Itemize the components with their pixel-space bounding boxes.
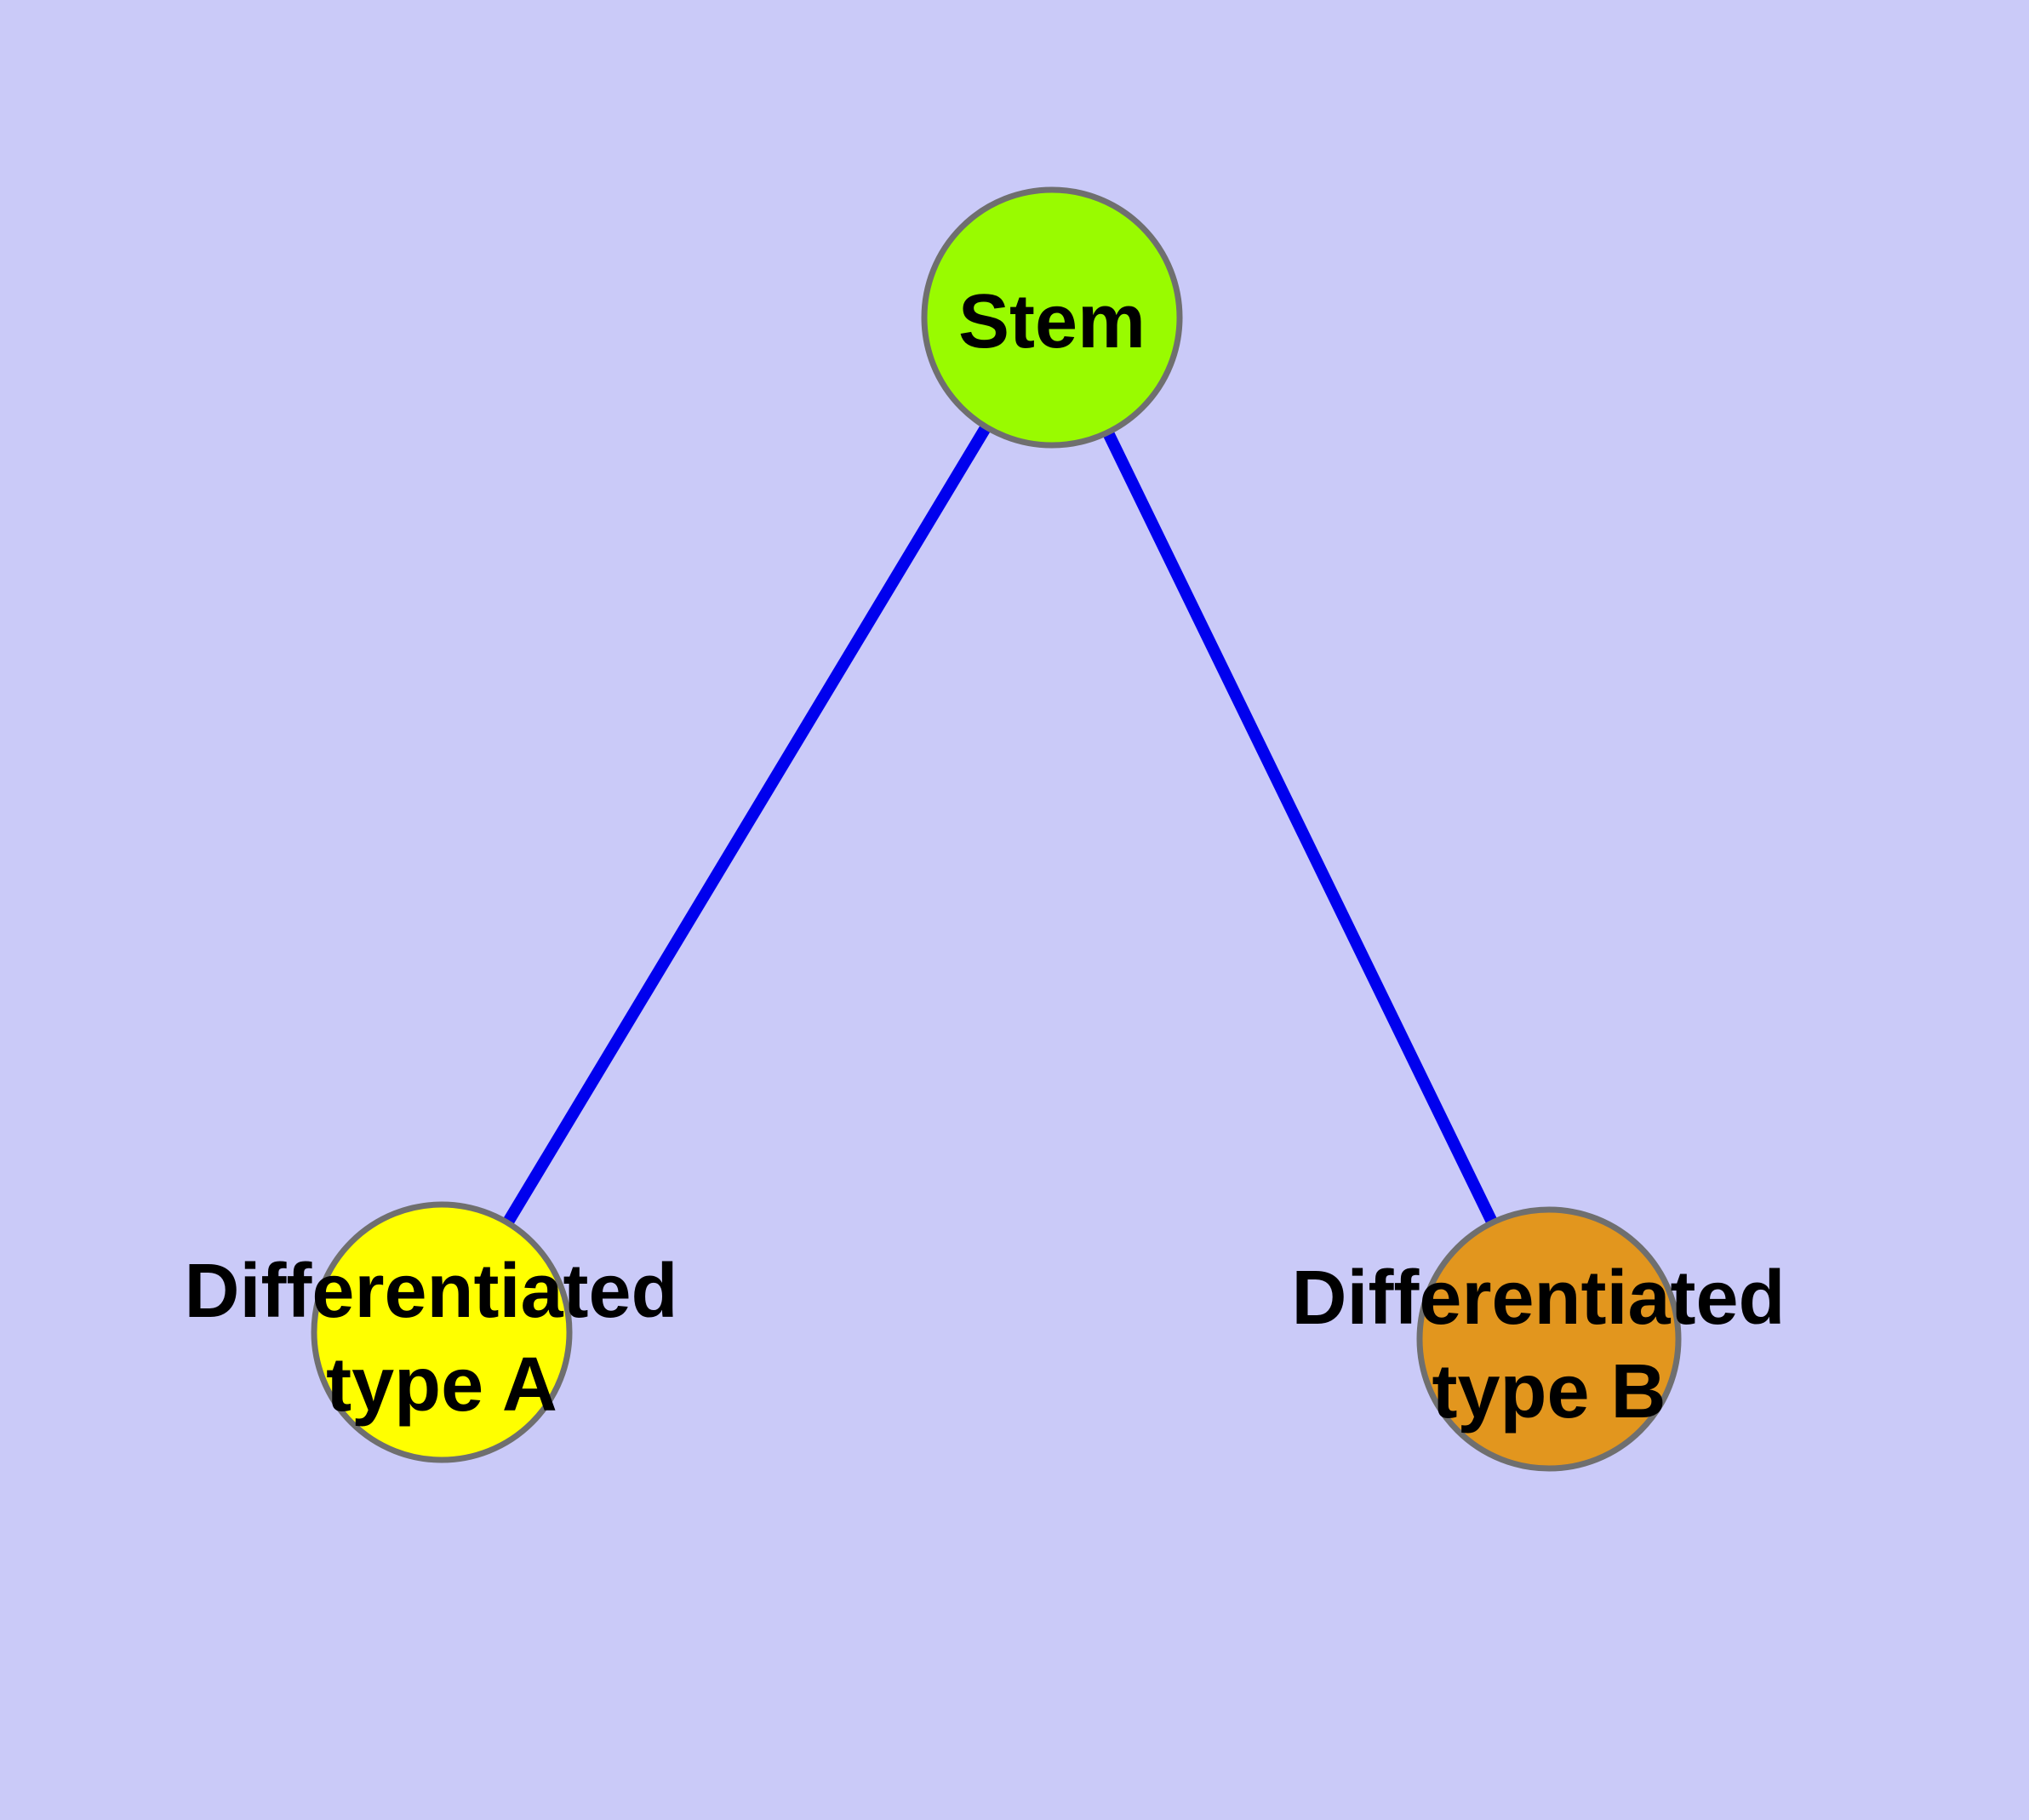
label-line: type A [326, 1342, 557, 1428]
label-line: Differentiated [184, 1249, 677, 1334]
label-line: type B [1432, 1349, 1666, 1434]
edge-stem-to-type-b [1046, 314, 1555, 1342]
node-stem-label: Stem [958, 279, 1146, 364]
node-differentiated-type-a-label: Differentiated type A [184, 1249, 699, 1428]
label-line: Differentiated [1291, 1256, 1785, 1341]
node-differentiated-type-b [1416, 1206, 1682, 1472]
node-stem [921, 186, 1183, 449]
node-differentiated-type-b-label: Differentiated type B [1291, 1256, 1806, 1434]
node-differentiated-type-a [311, 1201, 573, 1463]
edge-stem-to-type-a [437, 314, 1057, 1336]
label-line: Stem [958, 279, 1146, 364]
